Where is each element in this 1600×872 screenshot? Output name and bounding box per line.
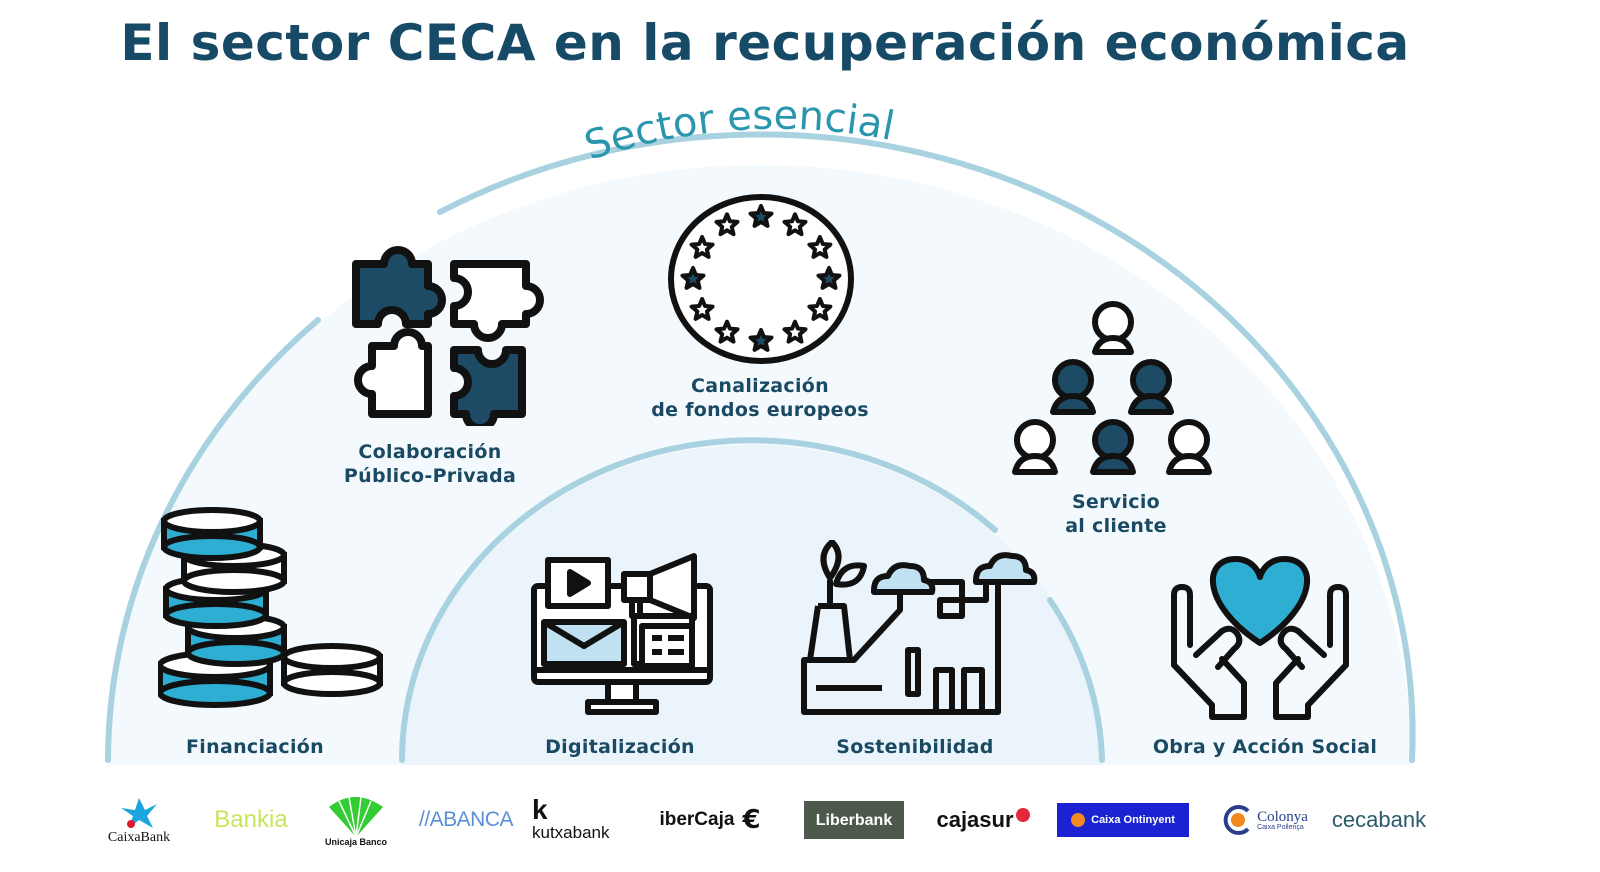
- eu-star-icon: [714, 212, 740, 237]
- label-line-1: Servicio: [1071, 491, 1161, 513]
- logo-text: cecabank: [1331, 807, 1427, 832]
- unicaja-fan-icon: [329, 796, 383, 837]
- eu-star-icon: [689, 235, 715, 259]
- logo-cecabank: cecabank: [1324, 780, 1434, 860]
- label-financiacion: Financiación: [186, 736, 324, 758]
- inner-arc-main: [399, 437, 998, 763]
- colonya-text: Colonya Caixa Pollença: [1257, 808, 1308, 831]
- coins-stack-icon: [158, 507, 383, 708]
- label-line-1: Canalización: [691, 375, 829, 397]
- label-sostenibilidad: Sostenibilidad: [836, 736, 994, 758]
- euro-icon: €: [742, 805, 761, 835]
- eu-star-icon: [807, 235, 833, 259]
- logo-text: CaixaBank: [107, 830, 171, 845]
- logo-kutxabank: k kutxabank: [532, 780, 628, 860]
- label-line-2: Público-Privada: [343, 465, 517, 487]
- eu-star-icon: [807, 297, 833, 321]
- caixa-ontinyent-badge: Caixa Ontinyent: [1057, 803, 1189, 837]
- outer-arc-main: [437, 131, 1416, 763]
- label-fondos: Canalización de fondos europeos: [640, 374, 880, 422]
- page-title: El sector CECA en la recuperación económ…: [120, 14, 1410, 72]
- subtitle-text: Sector esencial: [579, 93, 898, 170]
- eu-star-icon: [680, 266, 706, 290]
- logo-abanca: //ABANCA: [416, 780, 516, 860]
- logo-text: Colonya: [1257, 808, 1308, 825]
- eu-star-icon: [689, 297, 715, 321]
- inner-arc-right: [1047, 597, 1105, 763]
- green-factory-icon: [801, 540, 1038, 715]
- colonya-c-icon: [1223, 805, 1250, 835]
- caixa-ontinyent-dot-icon: [1071, 813, 1086, 827]
- eu-star-icon: [714, 319, 740, 344]
- label-line-1: Colaboración: [358, 441, 502, 463]
- label-obra-social: Obra y Acción Social: [1152, 736, 1378, 758]
- logo-text: Bankia: [214, 806, 288, 833]
- logo-subtext: Caixa Pollença: [1257, 823, 1304, 831]
- logo-caixabank: CaixaBank: [94, 780, 184, 860]
- label-line-2: de fondos europeos: [651, 399, 869, 421]
- logo-text: iberCaja: [659, 809, 735, 830]
- logo-ibercaja: iberCaja €: [640, 780, 780, 860]
- logo-text: Liberbank: [815, 812, 893, 829]
- caixabank-star-icon: [121, 798, 157, 828]
- eu-stars-circle-icon: [668, 194, 854, 364]
- logo-text: cajasur: [936, 807, 1014, 832]
- label-digitalizacion: Digitalización: [545, 736, 695, 758]
- logo-text: kutxabank: [532, 823, 610, 842]
- computer-media-icon: [531, 553, 713, 715]
- logo-bankia: Bankia: [206, 780, 296, 860]
- logo-unicaja: Unicaja Banco: [316, 780, 396, 860]
- logos-strip: CaixaBank Bankia Unicaja Banco //ABANCA …: [60, 780, 1480, 860]
- logo-colonya: Colonya Caixa Pollença: [1214, 780, 1314, 860]
- logo-text: //ABANCA: [418, 808, 514, 831]
- eu-star-icon: [748, 328, 774, 352]
- label-colaboracion: Colaboración Público-Privada: [330, 440, 530, 488]
- people-pyramid-icon: [1012, 301, 1212, 475]
- logo-k: k: [532, 794, 548, 825]
- liberbank-badge: Liberbank: [803, 801, 905, 839]
- logo-text: Caixa Ontinyent: [1091, 814, 1175, 826]
- logo-caixa-ontinyent: Caixa Ontinyent: [1056, 780, 1190, 860]
- puzzle-pieces-icon: [352, 246, 544, 426]
- eu-star-icon: [816, 266, 842, 290]
- eu-star-icon: [782, 212, 808, 237]
- logo-liberbank: Liberbank: [801, 780, 907, 860]
- label-line-2: al cliente: [1065, 515, 1167, 537]
- logo-cajasur: cajasur: [926, 780, 1040, 860]
- logo-text: Unicaja Banco: [324, 837, 388, 847]
- eu-star-icon: [782, 319, 808, 344]
- label-servicio: Servicio al cliente: [1016, 490, 1216, 538]
- eu-star-icon: [748, 204, 774, 228]
- cajasur-k-icon: [1015, 808, 1030, 822]
- hands-heart-icon: [1171, 556, 1349, 720]
